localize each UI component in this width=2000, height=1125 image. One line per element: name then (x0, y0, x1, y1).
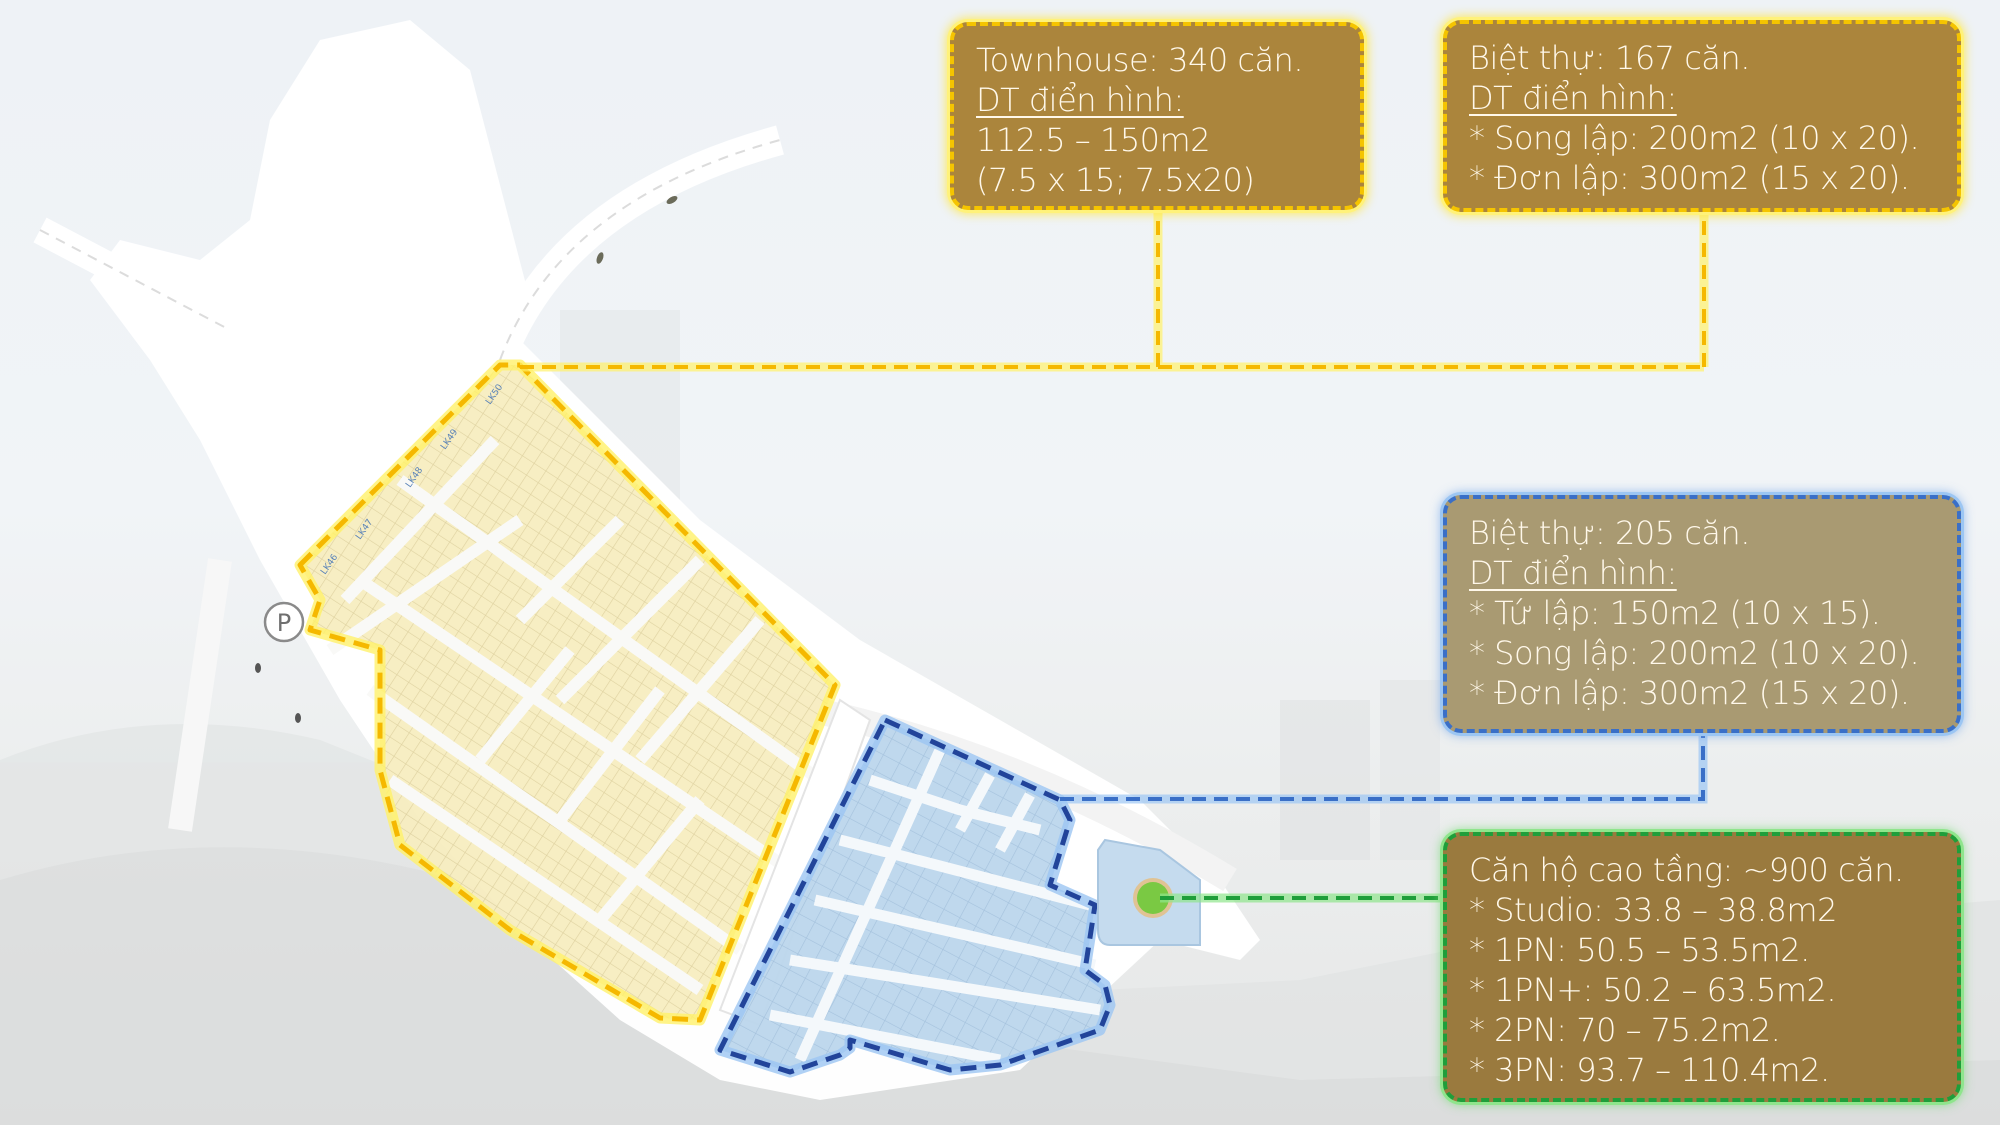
apartment-1br: * 1PN: 50.5 – 53.5m2. (1469, 931, 1810, 969)
villa-north-semi-detached: * Song lập: 200m2 (10 x 20). (1469, 119, 1920, 157)
townhouse-streets (326, 435, 824, 995)
townhouse-area: 112.5 – 150m2 (976, 121, 1211, 159)
callout-townhouse: Townhouse: 340 căn. DT điển hình: 112.5 … (950, 22, 1364, 210)
apartment-marker (1137, 882, 1169, 914)
villa-streets (768, 747, 1101, 1066)
villa-south-title: Biệt thự: 205 căn. (1469, 514, 1750, 552)
callout-villa-north: Biệt thự: 167 căn. DT điển hình: * Song … (1443, 20, 1961, 212)
apartment-zone[interactable] (1097, 838, 1201, 946)
apartment-studio: * Studio: 33.8 – 38.8m2 (1469, 891, 1837, 929)
villa-south-detached: * Đơn lập: 300m2 (15 x 20). (1469, 674, 1910, 712)
townhouse-subtitle: DT điển hình: (976, 81, 1184, 119)
callout-apartment: Căn hộ cao tầng: ~900 căn. * Studio: 33.… (1443, 832, 1961, 1102)
villa-south-semi-detached: * Song lập: 200m2 (10 x 20). (1469, 634, 1920, 672)
connector-villa (1060, 735, 1708, 804)
villa-zone[interactable] (714, 714, 1116, 1078)
apartment-3br: * 3PN: 93.7 – 110.4m2. (1469, 1051, 1830, 1089)
apartment-1br-plus: * 1PN+: 50.2 – 63.5m2. (1469, 971, 1837, 1009)
townhouse-zone[interactable]: LK46 LK47 LK48 LK49 LK50 (294, 359, 841, 1026)
townhouse-dimensions: (7.5 x 15; 7.5x20) (976, 161, 1255, 199)
villa-south-quad: * Tứ lập: 150m2 (10 x 15). (1469, 594, 1881, 632)
apartment-title: Căn hộ cao tầng: ~900 căn. (1469, 851, 1904, 889)
villa-boundary (717, 717, 1113, 1075)
villa-north-subtitle: DT điển hình: (1469, 79, 1677, 117)
svg-text:P: P (277, 609, 291, 637)
villa-north-title: Biệt thự: 167 căn. (1469, 39, 1750, 77)
parking-icon: P (263, 601, 305, 643)
townhouse-title: Townhouse: 340 căn. (976, 41, 1304, 79)
apartment-2br: * 2PN: 70 – 75.2m2. (1469, 1011, 1781, 1049)
connector-townhouse (520, 210, 1709, 372)
villa-north-detached: * Đơn lập: 300m2 (15 x 20). (1469, 159, 1910, 197)
callout-villa-south: Biệt thự: 205 căn. DT điển hình: * Tứ lậ… (1443, 495, 1961, 733)
villa-south-subtitle: DT điển hình: (1469, 554, 1677, 592)
